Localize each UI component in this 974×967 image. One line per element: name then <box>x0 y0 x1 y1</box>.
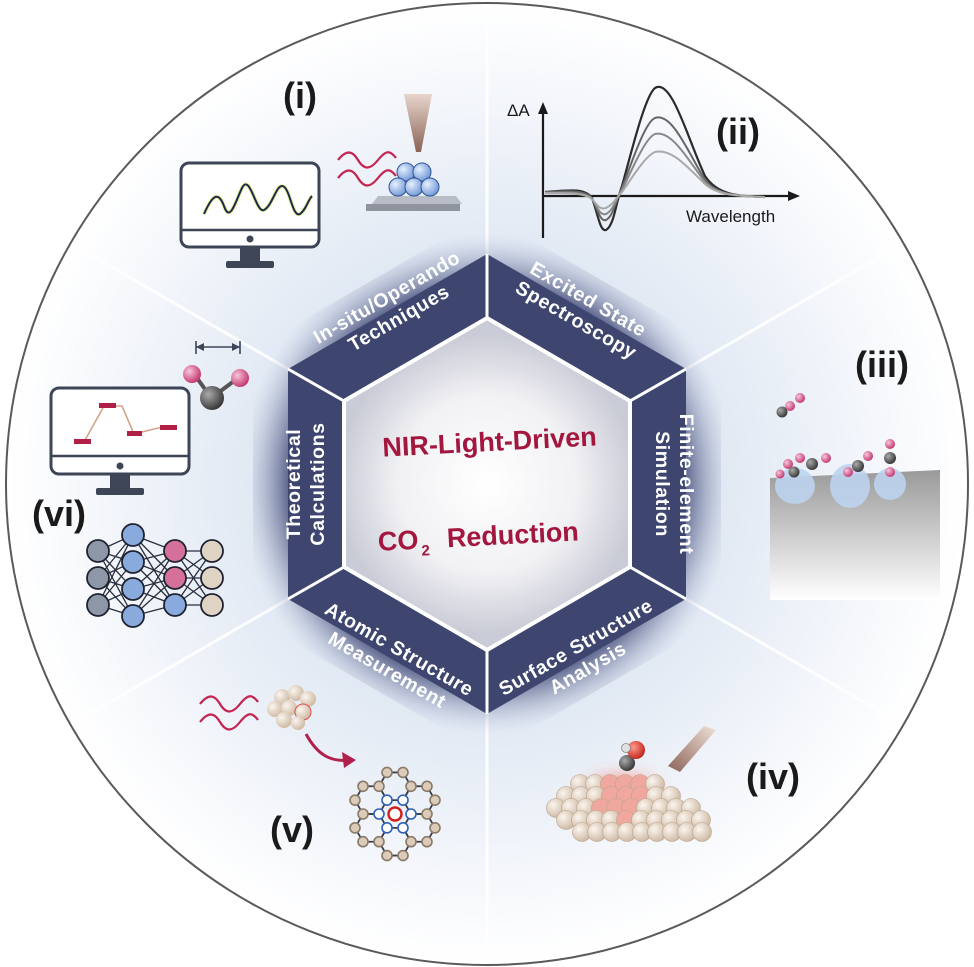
arrow-icon <box>304 733 356 768</box>
lattice-atom-n <box>397 822 409 834</box>
lattice-atom-c <box>429 822 441 834</box>
panel-label-i: (i) <box>283 75 317 116</box>
lattice-atom-c <box>381 766 393 779</box>
reduction-label: Reduction <box>446 516 579 553</box>
surface-atom <box>692 822 712 842</box>
probe-tip-iv <box>668 726 716 772</box>
nn-node <box>163 593 187 617</box>
nanocluster-icon <box>267 685 316 730</box>
sample-surface-icon <box>366 162 462 211</box>
spectrum-plot: ΔA Wavelength <box>507 85 800 238</box>
lattice-atom-c <box>421 835 433 848</box>
inner-hexagon <box>342 315 632 653</box>
hexagon-separators <box>287 254 687 714</box>
atomic-surface-iv <box>546 741 712 842</box>
panel-label-iv: (iv) <box>746 756 800 797</box>
surface-slab <box>770 464 940 600</box>
neural-network-icon <box>86 523 224 628</box>
lattice-atom-n <box>381 822 393 834</box>
panel-label-ii: (ii) <box>716 111 760 152</box>
nn-edge <box>132 550 176 617</box>
lattice-atom-c <box>397 849 409 862</box>
lattice-atom-c <box>397 766 409 779</box>
nn-node <box>86 593 110 617</box>
panel-label-iii: (iii) <box>855 344 909 385</box>
lattice-atom-site <box>387 806 403 822</box>
nn-node <box>121 577 145 601</box>
segment-finite-line2: Simulation <box>651 431 673 537</box>
segment-finite: Finite-element Simulation <box>651 414 697 555</box>
lattice-atom-c <box>373 835 385 848</box>
panel-label-v: (v) <box>270 809 314 850</box>
panel-label-vi: (vi) <box>32 493 86 534</box>
nn-node <box>86 566 110 590</box>
nn-node <box>200 539 224 563</box>
lattice-atom-c <box>373 780 385 793</box>
nn-node <box>200 593 224 617</box>
nn-node <box>163 539 187 563</box>
lattice-atom-n <box>373 808 385 820</box>
lattice-atom-c <box>405 835 417 848</box>
lattice-atom-c <box>381 849 393 862</box>
lattice-atom-c <box>405 780 417 793</box>
lattice-atom-c <box>429 794 441 806</box>
monitor-icon <box>179 161 321 268</box>
segment-theoretical: Theoretical Calculations <box>283 422 329 545</box>
nn-node <box>86 539 110 563</box>
lattice-structure <box>349 766 441 862</box>
lattice-atom-n <box>405 808 417 820</box>
co2-label: CO <box>377 525 419 557</box>
lattice-atom-c <box>349 794 361 806</box>
molecule-bond-icon <box>183 341 249 410</box>
probe-tip-icon <box>404 94 432 152</box>
light-wave-icon <box>337 151 397 187</box>
lattice-atom-c <box>357 780 369 793</box>
lattice-atom-n <box>397 794 409 806</box>
lattice-atom-n <box>381 794 393 806</box>
monitor-energy-icon <box>49 386 191 495</box>
nn-node <box>121 604 145 628</box>
lattice-atom-c <box>421 808 433 820</box>
nn-node <box>200 566 224 590</box>
lattice-atom-c <box>349 822 361 834</box>
co2-subscript: 2 <box>421 542 430 559</box>
lattice-atom-c <box>357 835 369 848</box>
center-subtitle: CO 2 Reduction <box>377 516 579 559</box>
light-wave-icon-v <box>199 695 259 731</box>
spectrum-ylabel: ΔA <box>507 101 530 120</box>
segment-theoretical-line2: Calculations <box>307 422 329 545</box>
nn-node <box>163 566 187 590</box>
nn-node <box>121 523 145 547</box>
spectrum-xlabel: Wavelength <box>686 207 775 226</box>
segment-theoretical-line1: Theoretical <box>283 429 305 540</box>
segment-finite-line1: Finite-element <box>675 414 697 555</box>
nn-edge <box>97 534 134 606</box>
lattice-atom-c <box>357 808 369 820</box>
nn-node <box>121 550 145 574</box>
co2-molecules <box>775 393 896 479</box>
lattice-atom-c <box>421 780 433 793</box>
